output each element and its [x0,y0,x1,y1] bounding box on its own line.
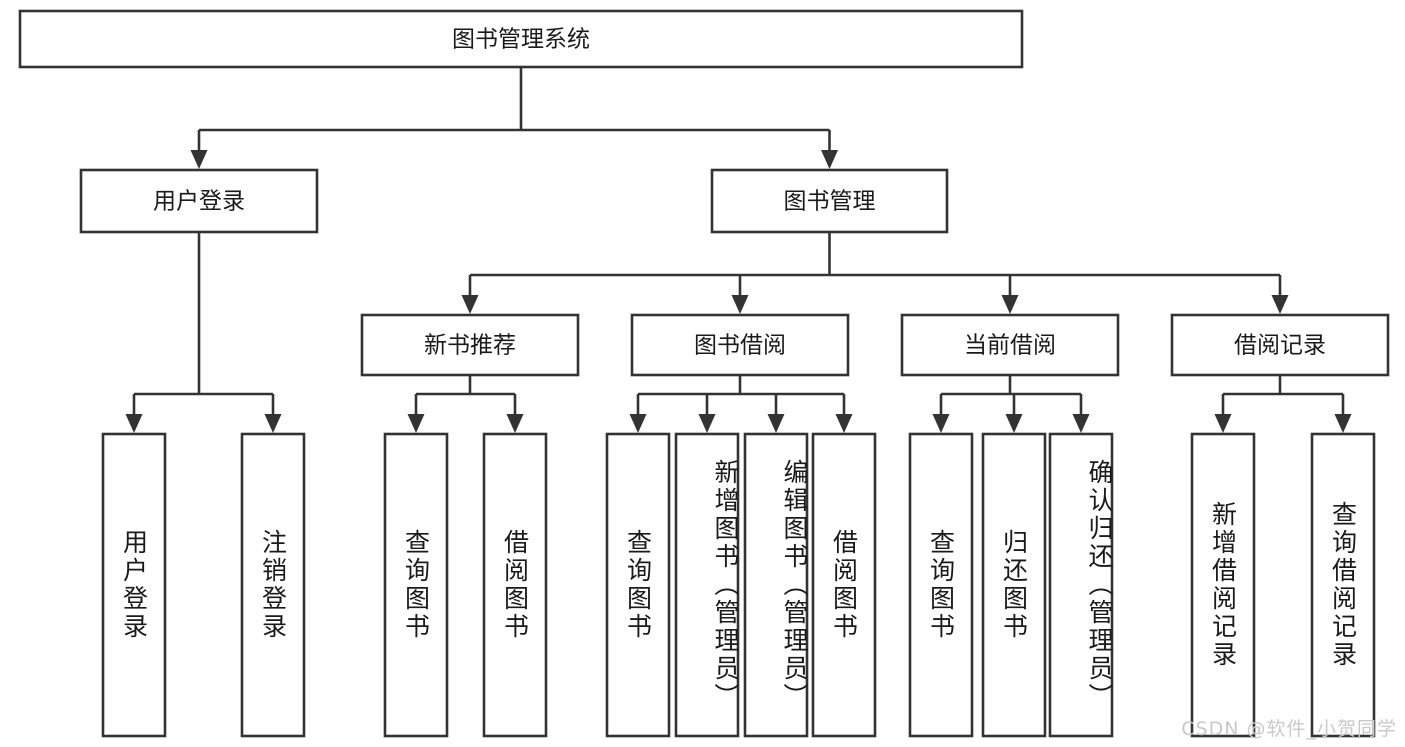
node-new-book-rec[interactable]: 新书推荐 [360,313,580,377]
node-box-leaf-query-book-2 [605,432,671,738]
node-leaf-add-book[interactable] [674,432,740,738]
node-box-leaf-borrow-book-1 [482,432,548,738]
edge-group-book-manage [461,232,1289,314]
node-leaf-user-login[interactable] [101,432,167,738]
node-root[interactable]: 图书管理系统 [18,9,1024,69]
edge-group-current-borrow [932,375,1090,433]
watermark: CSDN @软件_小贺同学 [1181,718,1397,740]
node-box-book-manage [710,168,949,234]
node-label-user-login: 用户登录 [153,189,245,215]
node-box-leaf-borrow-book-2 [811,432,877,738]
node-box-current-borrow [900,313,1120,377]
node-leaf-add-record[interactable] [1190,432,1256,738]
edge-group-borrow-record [1214,375,1352,433]
node-box-book-borrow [630,313,850,377]
node-box-borrow-record [1170,313,1390,377]
node-leaf-query-book-1[interactable] [383,432,449,738]
node-leaf-edit-book[interactable] [743,432,809,738]
node-book-manage[interactable]: 图书管理 [710,168,949,234]
edges-layer [125,67,1352,433]
node-user-login[interactable]: 用户登录 [79,168,319,234]
node-current-borrow[interactable]: 当前借阅 [900,313,1120,377]
node-leaf-borrow-book-1[interactable] [482,432,548,738]
node-box-leaf-confirm-return [1048,432,1114,738]
node-borrow-record[interactable]: 借阅记录 [1170,313,1390,377]
node-label-borrow-record: 借阅记录 [1234,333,1326,359]
node-leaf-return-book[interactable] [981,432,1047,738]
node-box-new-book-rec [360,313,580,377]
node-box-leaf-logout [240,432,306,738]
node-box-leaf-add-book [674,432,740,738]
node-label-current-borrow: 当前借阅 [964,333,1056,359]
node-box-leaf-return-book [981,432,1047,738]
node-leaf-confirm-return[interactable] [1048,432,1114,738]
edge-group-root [190,67,838,169]
edge-group-book-borrow [629,375,853,433]
node-box-root [18,9,1024,69]
node-label-book-manage: 图书管理 [784,189,876,215]
edge-group-new-book-rec [407,375,524,433]
node-leaf-query-book-3[interactable] [908,432,974,738]
edge-group-user-login [125,232,282,433]
node-leaf-logout[interactable] [240,432,306,738]
node-leaf-query-book-2[interactable] [605,432,671,738]
node-leaf-borrow-book-2[interactable] [811,432,877,738]
node-box-leaf-edit-book [743,432,809,738]
node-box-leaf-user-login [101,432,167,738]
node-label-new-book-rec: 新书推荐 [424,333,516,359]
node-box-leaf-query-book-3 [908,432,974,738]
node-label-book-borrow: 图书借阅 [694,333,786,359]
node-book-borrow[interactable]: 图书借阅 [630,313,850,377]
node-leaf-query-record[interactable] [1310,432,1376,738]
node-box-leaf-query-record [1310,432,1376,738]
node-box-user-login [79,168,319,234]
node-box-leaf-add-record [1190,432,1256,738]
node-label-root: 图书管理系统 [452,27,590,53]
node-box-leaf-query-book-1 [383,432,449,738]
